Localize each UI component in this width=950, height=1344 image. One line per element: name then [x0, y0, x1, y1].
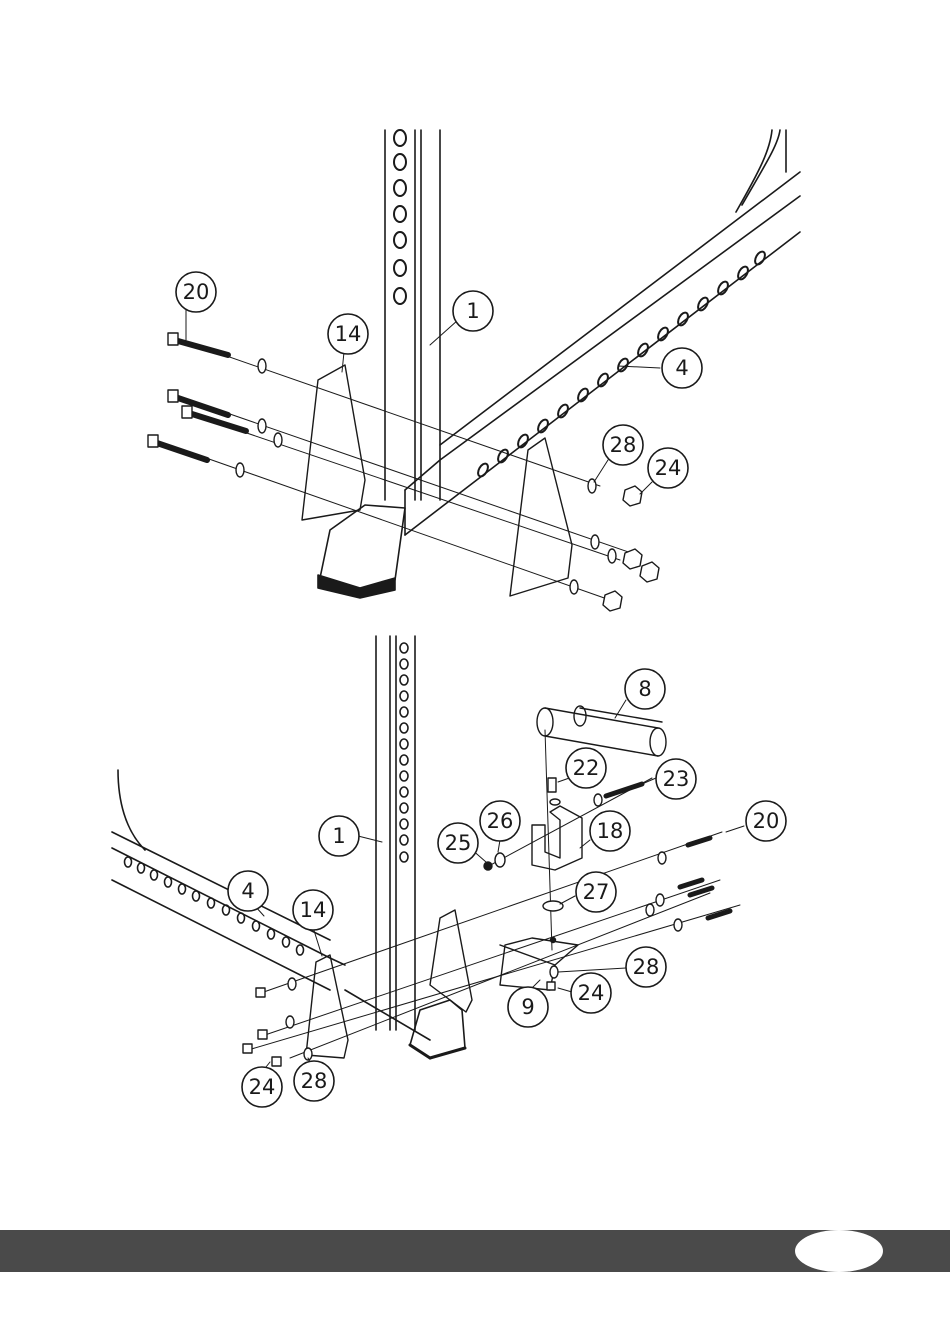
svg-text:4: 4 — [675, 356, 688, 380]
bottom-leaders — [255, 700, 744, 1072]
svg-text:1: 1 — [466, 299, 479, 323]
foot-cap-lower — [410, 1000, 465, 1058]
svg-text:1: 1 — [332, 824, 345, 848]
callout-bottom-20: 20 — [746, 801, 786, 841]
callout-bottom-28-left: 28 — [294, 1061, 334, 1101]
callout-bottom-22: 22 — [566, 748, 606, 788]
svg-text:18: 18 — [597, 819, 624, 843]
svg-text:22: 22 — [573, 756, 600, 780]
svg-text:9: 9 — [521, 995, 534, 1019]
bracket-18 — [532, 806, 582, 870]
assembly-diagram: 20 14 1 4 28 24 8 22 23 26 18 20 — [0, 0, 950, 1230]
callout-top-1: 1 — [453, 291, 493, 331]
callout-bottom-25: 25 — [438, 823, 478, 863]
svg-text:28: 28 — [633, 955, 660, 979]
callout-bottom-24-right: 24 — [571, 973, 611, 1013]
base-beam-lower — [112, 770, 430, 1040]
top-leaders — [186, 310, 660, 494]
svg-text:4: 4 — [241, 879, 254, 903]
gusset-plates-lower — [306, 910, 472, 1058]
svg-text:25: 25 — [445, 831, 472, 855]
callout-bottom-24-left: 24 — [242, 1067, 282, 1107]
callout-top-24: 24 — [648, 448, 688, 488]
callout-bottom-4: 4 — [228, 871, 268, 911]
svg-text:8: 8 — [638, 677, 651, 701]
callout-bottom-1: 1 — [319, 816, 359, 856]
upright-post-lower — [376, 636, 415, 1030]
callout-bottom-23: 23 — [656, 759, 696, 799]
svg-text:20: 20 — [183, 280, 210, 304]
callout-bottom-8: 8 — [625, 669, 665, 709]
callout-bottom-28-right: 28 — [626, 947, 666, 987]
svg-text:24: 24 — [249, 1075, 276, 1099]
svg-text:24: 24 — [655, 456, 682, 480]
callout-top-14: 14 — [328, 314, 368, 354]
base-beam — [405, 130, 800, 535]
svg-text:27: 27 — [583, 880, 610, 904]
roller-8 — [537, 706, 666, 756]
callout-top-28: 28 — [603, 425, 643, 465]
callout-bottom-14: 14 — [293, 890, 333, 930]
svg-text:20: 20 — [753, 809, 780, 833]
callout-bottom-18: 18 — [590, 811, 630, 851]
svg-text:28: 28 — [610, 433, 637, 457]
callout-top-4: 4 — [662, 348, 702, 388]
callout-top-20: 20 — [176, 272, 216, 312]
foot-cap — [318, 505, 405, 598]
svg-text:26: 26 — [487, 809, 514, 833]
svg-text:28: 28 — [301, 1069, 328, 1093]
svg-text:24: 24 — [578, 981, 605, 1005]
callout-bottom-27: 27 — [576, 872, 616, 912]
bolts-hardware — [148, 333, 659, 611]
page-number-badge — [795, 1230, 883, 1272]
upright-post — [385, 130, 440, 500]
svg-text:14: 14 — [300, 898, 327, 922]
svg-text:14: 14 — [335, 322, 362, 346]
callout-bottom-26: 26 — [480, 801, 520, 841]
gusset-plates — [302, 365, 572, 596]
callout-bottom-9: 9 — [508, 987, 548, 1027]
svg-text:23: 23 — [663, 767, 690, 791]
